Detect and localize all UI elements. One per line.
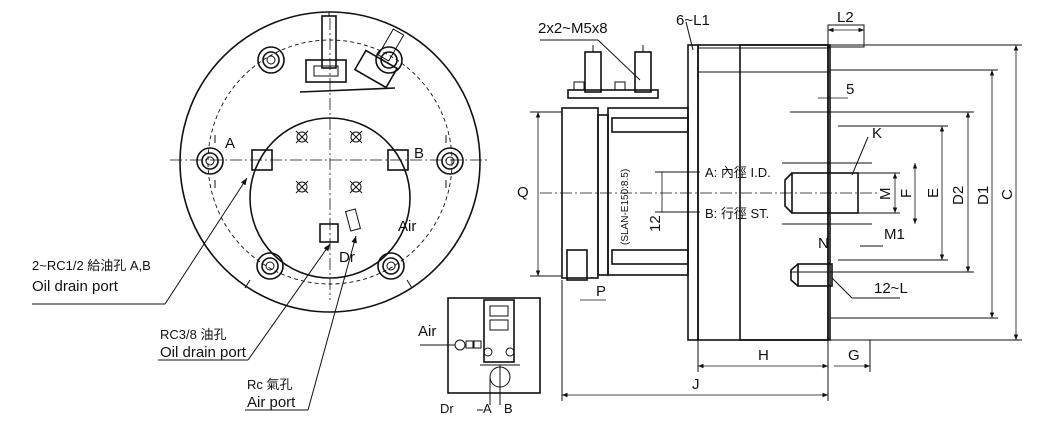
callout-rc38-en: Oil drain port (160, 344, 247, 361)
label-c: C (999, 189, 1016, 200)
label-h: H (758, 347, 769, 364)
top-valve-assembly (299, 12, 405, 93)
perimeter-ticks (214, 135, 447, 289)
schematic-a-label: A (483, 401, 492, 416)
port-b-fitting (387, 149, 409, 171)
side-labels: 2x2~M5x8 6~L1 L2 5 K Q (SLAN-E150:8.5) A… (517, 9, 1016, 393)
label-m: M (877, 188, 894, 201)
label-d1: D1 (975, 186, 992, 205)
label-12: 12 (647, 215, 664, 232)
valve-schematic: Air Dr A B (418, 297, 541, 416)
label-screw-spec: 2x2~M5x8 (538, 20, 608, 37)
label-slan: (SLAN-E150:8.5) (620, 169, 631, 245)
label-p: P (596, 283, 606, 300)
label-j: J (692, 376, 700, 393)
label-g: G (848, 347, 860, 364)
callout-oil-supply-cn: 2~RC1/2 給油孔 A,B (32, 258, 151, 273)
side-fitting (566, 249, 588, 281)
callout-rc-air-en: Air port (247, 394, 296, 411)
side-view (540, 24, 880, 341)
label-a-desc: A: 內徑 I.D. (705, 165, 771, 180)
label-f: F (898, 189, 915, 198)
label-l2: L2 (837, 9, 854, 26)
bolt-hole-bottom-right (377, 252, 405, 280)
label-dr: Dr (339, 249, 355, 266)
schematic-air-label: Air (418, 323, 436, 340)
port-callouts: 2~RC1/2 給油孔 A,B Oil drain port RC3/8 油孔 … (32, 177, 357, 411)
callout-rc-air-cn: Rc 氣孔 (247, 377, 293, 392)
dimension-lines (530, 21, 1022, 401)
oil-port-fitting (319, 223, 339, 243)
label-d2: D2 (950, 186, 967, 205)
side-valve (567, 45, 659, 99)
label-dim5: 5 (846, 81, 854, 98)
bolt-hole-right (436, 147, 464, 175)
label-port-b: B (414, 145, 424, 162)
label-m1: M1 (884, 226, 905, 243)
front-flange (687, 44, 699, 341)
label-q: Q (517, 184, 529, 201)
label-port-a: A (225, 135, 235, 152)
bolt-hole-bottom-left (256, 252, 284, 280)
label-n: N (818, 235, 829, 252)
outer-flange-circle (179, 11, 481, 313)
port-a-fitting (251, 149, 273, 171)
schematic-b-label: B (504, 401, 513, 416)
bolt-hole-left (196, 147, 224, 175)
chuck-body (697, 44, 829, 341)
callout-oil-supply-en: Oil drain port (32, 278, 119, 295)
label-6-l1: 6~L1 (676, 12, 710, 29)
label-b-desc: B: 行徑 ST. (705, 206, 769, 221)
label-air: Air (398, 218, 416, 235)
callout-rc38-cn: RC3/8 油孔 (160, 327, 226, 342)
air-port-fitting (344, 208, 362, 232)
label-e: E (925, 188, 942, 198)
schematic-dr-label: Dr (440, 401, 454, 416)
label-12-l: 12~L (874, 280, 908, 297)
bolt-hole-top-left (257, 46, 285, 74)
inner-screw-marks (295, 130, 363, 194)
label-k: K (872, 125, 882, 142)
front-view: A B Air Dr (170, 11, 490, 313)
